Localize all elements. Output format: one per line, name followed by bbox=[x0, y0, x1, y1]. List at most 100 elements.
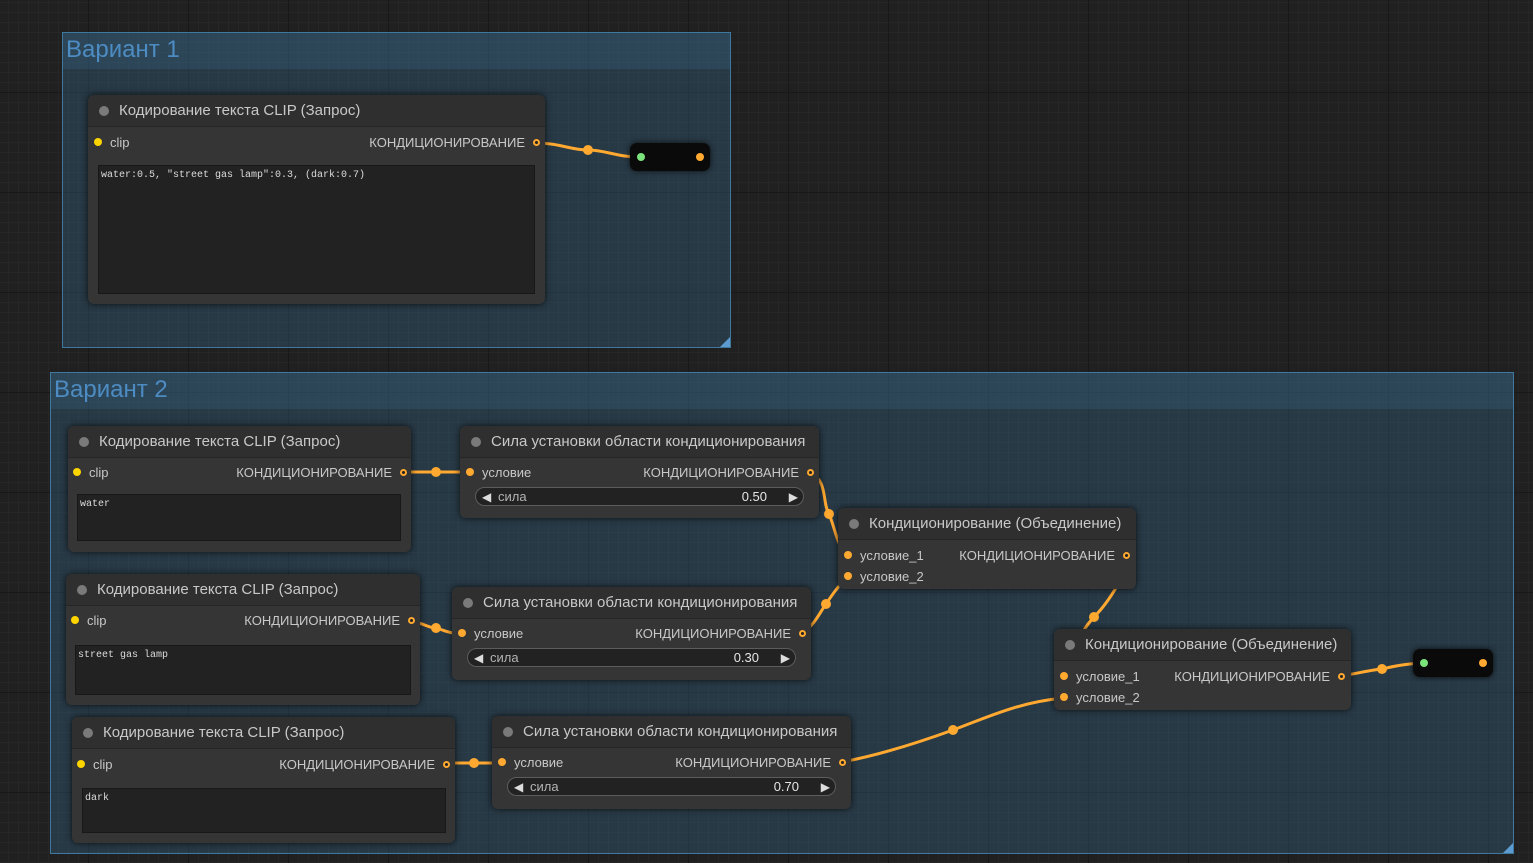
node-collapse-icon[interactable] bbox=[79, 437, 89, 447]
node-title-bar[interactable]: Кодирование текста CLIP (Запрос) bbox=[68, 426, 411, 458]
node-collapse-icon[interactable] bbox=[1065, 640, 1075, 650]
node-title-bar[interactable]: Сила установки области кондиционирования bbox=[492, 716, 851, 748]
reroute-node[interactable] bbox=[630, 143, 710, 171]
clip-input-slot[interactable]: clip bbox=[94, 135, 130, 151]
node-title-bar[interactable]: Сила установки области кондиционирования bbox=[452, 587, 811, 619]
condition-1-input-slot[interactable]: условие_1 bbox=[844, 548, 924, 564]
output-pin-icon[interactable] bbox=[799, 630, 806, 637]
conditioning-output-slot[interactable]: КОНДИЦИОНИРОВАНИЕ bbox=[959, 548, 1130, 564]
condition-pin-icon[interactable] bbox=[466, 468, 474, 476]
clip-pin-icon[interactable] bbox=[71, 616, 79, 624]
group-title: Вариант 1 bbox=[66, 36, 180, 63]
conditioning-output-slot[interactable]: КОНДИЦИОНИРОВАНИЕ bbox=[635, 626, 806, 642]
clip-pin-icon[interactable] bbox=[73, 468, 81, 476]
slider-value: 0.50 bbox=[741, 489, 767, 504]
clip-text-encode-node[interactable]: Кодирование текста CLIP (Запрос) clip КО… bbox=[88, 95, 545, 304]
conditioning-strength-node[interactable]: Сила установки области кондиционирования… bbox=[492, 716, 851, 809]
node-title-bar[interactable]: Кондиционирование (Объединение) bbox=[1054, 629, 1351, 661]
decrement-arrow-icon[interactable]: ◀ bbox=[482, 490, 492, 504]
prompt-textarea[interactable]: street gas lamp bbox=[75, 645, 411, 695]
condition-pin-icon[interactable] bbox=[1060, 672, 1068, 680]
clip-text-encode-node[interactable]: Кодирование текста CLIP (Запрос) clip КО… bbox=[68, 426, 411, 552]
node-collapse-icon[interactable] bbox=[849, 519, 859, 529]
node-title: Кондиционирование (Объединение) bbox=[1085, 636, 1338, 653]
conditioning-output-slot[interactable]: КОНДИЦИОНИРОВАНИЕ bbox=[279, 757, 450, 773]
output-pin-icon[interactable] bbox=[400, 469, 407, 476]
node-collapse-icon[interactable] bbox=[503, 727, 513, 737]
condition-pin-icon[interactable] bbox=[458, 629, 466, 637]
slot-label: КОНДИЦИОНИРОВАНИЕ bbox=[244, 613, 400, 628]
strength-slider[interactable]: ◀ сила 0.50 ▶ bbox=[475, 487, 804, 506]
conditioning-strength-node[interactable]: Сила установки области кондиционирования… bbox=[452, 587, 811, 680]
conditioning-combine-node[interactable]: Кондиционирование (Объединение) условие_… bbox=[838, 508, 1136, 589]
slot-label: КОНДИЦИОНИРОВАНИЕ bbox=[236, 465, 392, 480]
decrement-arrow-icon[interactable]: ◀ bbox=[514, 780, 524, 794]
decrement-arrow-icon[interactable]: ◀ bbox=[474, 651, 484, 665]
condition-2-input-slot[interactable]: условие_2 bbox=[1060, 690, 1140, 706]
slot-label: КОНДИЦИОНИРОВАНИЕ bbox=[643, 465, 799, 480]
output-pin-icon[interactable] bbox=[443, 761, 450, 768]
slider-value: 0.70 bbox=[773, 779, 799, 794]
node-title: Кодирование текста CLIP (Запрос) bbox=[97, 581, 339, 598]
clip-text-encode-node[interactable]: Кодирование текста CLIP (Запрос) clip КО… bbox=[72, 717, 455, 843]
node-title-bar[interactable]: Кодирование текста CLIP (Запрос) bbox=[72, 717, 455, 749]
condition-2-input-slot[interactable]: условие_2 bbox=[844, 569, 924, 585]
reroute-input-pin-icon[interactable] bbox=[637, 153, 645, 161]
group-resize-icon[interactable] bbox=[1503, 843, 1513, 853]
node-title-bar[interactable]: Кодирование текста CLIP (Запрос) bbox=[66, 574, 420, 606]
reroute-input-pin-icon[interactable] bbox=[1420, 659, 1428, 667]
conditioning-output-slot[interactable]: КОНДИЦИОНИРОВАНИЕ bbox=[369, 135, 540, 151]
condition-pin-icon[interactable] bbox=[844, 551, 852, 559]
prompt-textarea[interactable]: water bbox=[77, 494, 401, 541]
strength-slider[interactable]: ◀ сила 0.70 ▶ bbox=[507, 777, 836, 796]
node-collapse-icon[interactable] bbox=[83, 728, 93, 738]
reroute-output-pin-icon[interactable] bbox=[696, 153, 704, 161]
node-title-bar[interactable]: Кондиционирование (Объединение) bbox=[838, 508, 1136, 540]
conditioning-output-slot[interactable]: КОНДИЦИОНИРОВАНИЕ bbox=[643, 465, 814, 481]
increment-arrow-icon[interactable]: ▶ bbox=[820, 780, 830, 794]
node-collapse-icon[interactable] bbox=[77, 585, 87, 595]
output-pin-icon[interactable] bbox=[408, 617, 415, 624]
output-pin-icon[interactable] bbox=[1123, 552, 1130, 559]
conditioning-combine-node[interactable]: Кондиционирование (Объединение) условие_… bbox=[1054, 629, 1351, 710]
reroute-output-pin-icon[interactable] bbox=[1479, 659, 1487, 667]
node-title-bar[interactable]: Кодирование текста CLIP (Запрос) bbox=[88, 95, 545, 127]
node-collapse-icon[interactable] bbox=[463, 598, 473, 608]
condition-pin-icon[interactable] bbox=[844, 572, 852, 580]
clip-pin-icon[interactable] bbox=[94, 138, 102, 146]
prompt-textarea[interactable]: dark bbox=[82, 788, 446, 833]
conditioning-output-slot[interactable]: КОНДИЦИОНИРОВАНИЕ bbox=[1174, 669, 1345, 685]
clip-input-slot[interactable]: clip bbox=[73, 465, 109, 481]
condition-input-slot[interactable]: условие bbox=[458, 626, 523, 642]
output-pin-icon[interactable] bbox=[1338, 673, 1345, 680]
node-title-bar[interactable]: Сила установки области кондиционирования bbox=[460, 426, 819, 458]
condition-input-slot[interactable]: условие bbox=[498, 755, 563, 771]
strength-slider[interactable]: ◀ сила 0.30 ▶ bbox=[467, 648, 796, 667]
conditioning-strength-node[interactable]: Сила установки области кондиционирования… bbox=[460, 426, 819, 518]
node-collapse-icon[interactable] bbox=[471, 437, 481, 447]
output-pin-icon[interactable] bbox=[807, 469, 814, 476]
slot-label: условие_2 bbox=[860, 569, 924, 584]
group-resize-icon[interactable] bbox=[720, 337, 730, 347]
clip-input-slot[interactable]: clip bbox=[71, 613, 107, 629]
clip-pin-icon[interactable] bbox=[77, 760, 85, 768]
increment-arrow-icon[interactable]: ▶ bbox=[780, 651, 790, 665]
increment-arrow-icon[interactable]: ▶ bbox=[788, 490, 798, 504]
group-header[interactable] bbox=[63, 33, 730, 69]
condition-pin-icon[interactable] bbox=[498, 758, 506, 766]
conditioning-output-slot[interactable]: КОНДИЦИОНИРОВАНИЕ bbox=[244, 613, 415, 629]
group-header[interactable] bbox=[51, 373, 1513, 409]
output-pin-icon[interactable] bbox=[533, 139, 540, 146]
condition-pin-icon[interactable] bbox=[1060, 693, 1068, 701]
output-pin-icon[interactable] bbox=[839, 759, 846, 766]
conditioning-output-slot[interactable]: КОНДИЦИОНИРОВАНИЕ bbox=[675, 755, 846, 771]
conditioning-output-slot[interactable]: КОНДИЦИОНИРОВАНИЕ bbox=[236, 465, 407, 481]
prompt-textarea[interactable]: water:0.5, "street gas lamp":0.3, (dark:… bbox=[98, 165, 535, 294]
clip-input-slot[interactable]: clip bbox=[77, 757, 113, 773]
node-collapse-icon[interactable] bbox=[99, 106, 109, 116]
reroute-node[interactable] bbox=[1413, 649, 1493, 677]
slot-label: clip bbox=[87, 613, 107, 628]
clip-text-encode-node[interactable]: Кодирование текста CLIP (Запрос) clip КО… bbox=[66, 574, 420, 705]
condition-1-input-slot[interactable]: условие_1 bbox=[1060, 669, 1140, 685]
condition-input-slot[interactable]: условие bbox=[466, 465, 531, 481]
